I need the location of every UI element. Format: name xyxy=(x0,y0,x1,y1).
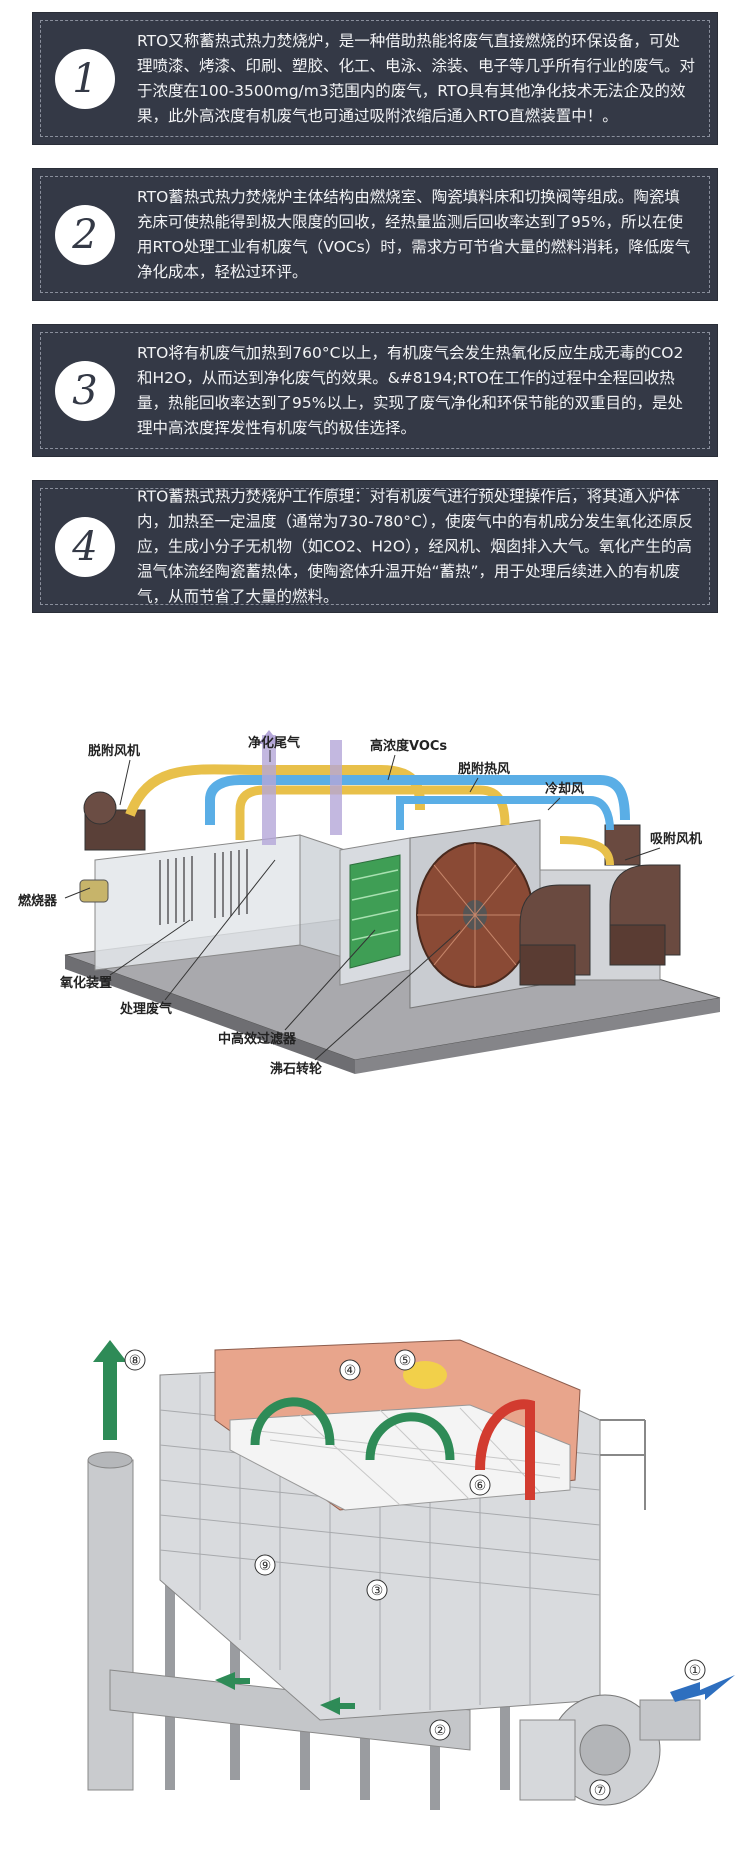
card-dashed-frame xyxy=(40,20,710,137)
label-treated-gas: 处理废气 xyxy=(119,1001,172,1017)
card-number-badge: 1 xyxy=(55,48,115,109)
label-cooling-air: 冷却风 xyxy=(545,781,584,797)
card-number-badge: 3 xyxy=(55,360,115,421)
card-dashed-frame xyxy=(40,488,710,605)
info-card-1: 1 RTO又称蓄热式热力焚烧炉，是一种借助热能将废气直接燃烧的环保设备，可处理喷… xyxy=(32,12,718,145)
marker-5: ⑤ xyxy=(399,1353,412,1369)
card-text: RTO蓄热式热力焚烧炉工作原理：对有机废气进行预处理操作后，将其通入炉体内，加热… xyxy=(137,487,694,605)
card-dashed-frame xyxy=(40,176,710,293)
card-number-badge: 2 xyxy=(55,204,115,265)
marker-6: ⑥ xyxy=(474,1478,487,1494)
label-desorption-fan: 脱附风机 xyxy=(88,743,140,759)
label-zeolite-rotor: 沸石转轮 xyxy=(270,1061,322,1077)
marker-1: ① xyxy=(689,1663,702,1679)
label-adsorption-fan: 吸附风机 xyxy=(650,831,702,847)
info-card-3: 3 RTO将有机废气加热到760°C以上，有机废气会发生热氧化反应生成无毒的CO… xyxy=(32,324,718,457)
label-high-voc: 高浓度VOCs xyxy=(370,738,447,754)
label-clean-exhaust: 净化尾气 xyxy=(248,735,300,751)
rto-unit-diagram: ① ② ③ ④ ⑤ ⑥ ⑦ ⑧ ⑨ xyxy=(0,1280,750,1840)
card-text: RTO蓄热式热力焚烧炉主体结构由燃烧室、陶瓷填料床和切换阀等组成。陶瓷填充床可使… xyxy=(137,187,691,281)
marker-3: ③ xyxy=(371,1583,384,1599)
info-card-4: 4 RTO蓄热式热力焚烧炉工作原理：对有机废气进行预处理操作后，将其通入炉体内，… xyxy=(32,480,718,613)
label-burner: 燃烧器 xyxy=(18,893,58,909)
marker-2: ② xyxy=(434,1723,447,1739)
card-text: RTO又称蓄热式热力焚烧炉，是一种借助热能将废气直接燃烧的环保设备，可处理喷漆、… xyxy=(137,31,696,125)
system-illustration: 脱附风机 净化尾气 高浓度VOCs 脱附热风 冷却风 吸附风机 燃烧器 氧化装置… xyxy=(18,730,721,1077)
card-text: RTO将有机废气加热到760°C以上，有机废气会发生热氧化反应生成无毒的CO2和… xyxy=(137,343,684,437)
card-number-badge: 4 xyxy=(55,516,115,577)
label-oxidation-device: 氧化装置 xyxy=(59,975,112,991)
info-card-2: 2 RTO蓄热式热力焚烧炉主体结构由燃烧室、陶瓷填料床和切换阀等组成。陶瓷填充床… xyxy=(32,168,718,301)
card-dashed-frame xyxy=(40,332,710,449)
marker-9: ⑨ xyxy=(259,1558,272,1574)
label-desorption-hot-air: 脱附热风 xyxy=(458,761,510,777)
marker-7: ⑦ xyxy=(594,1783,607,1799)
label-filter: 中高效过滤器 xyxy=(218,1031,297,1047)
marker-8: ⑧ xyxy=(129,1353,142,1369)
zeolite-rotor-system-diagram: 脱附风机 净化尾气 高浓度VOCs 脱附热风 冷却风 吸附风机 燃烧器 氧化装置… xyxy=(0,730,750,1180)
rto-illustration: ① ② ③ ④ ⑤ ⑥ ⑦ ⑧ ⑨ xyxy=(87,1339,735,1810)
marker-4: ④ xyxy=(344,1363,357,1379)
